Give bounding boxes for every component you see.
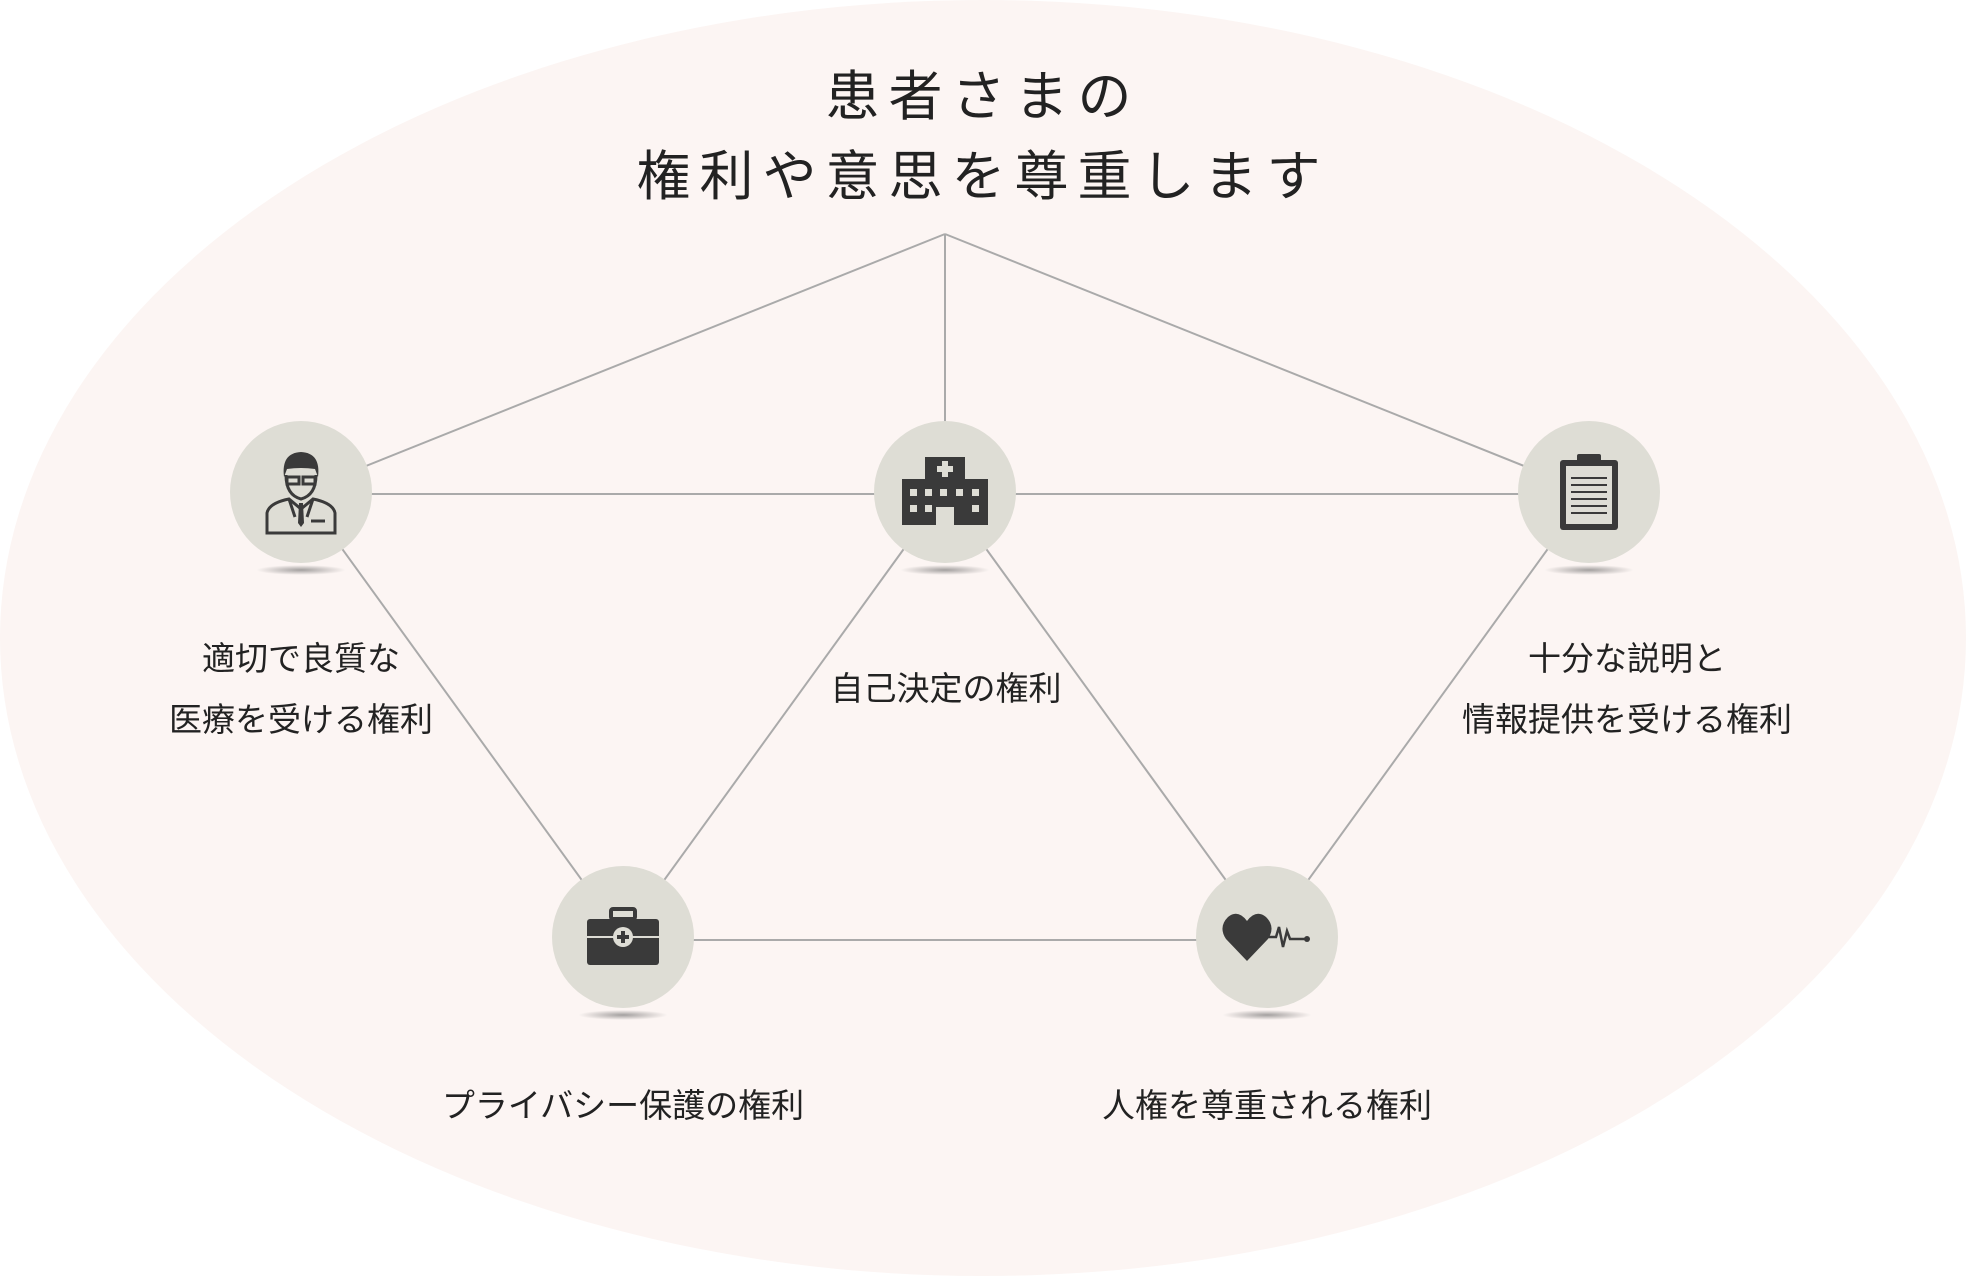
label-privacy: プライバシー保護の権利 (442, 1075, 804, 1136)
label-line: 人権を尊重される権利 (1102, 1086, 1432, 1125)
label-human-rights: 人権を尊重される権利 (1102, 1075, 1432, 1136)
medical-kit-icon (587, 907, 659, 965)
label-line: 情報提供を受ける権利 (1462, 700, 1792, 739)
node-hospital (874, 421, 1016, 575)
label-quality-care: 適切で良質な 医療を受ける権利 (169, 628, 433, 750)
title-line-2: 権利や意思を尊重します (636, 145, 1330, 208)
node-medical-kit (552, 866, 694, 1020)
doctor-icon (265, 452, 337, 535)
line-apex-doctor (300, 233, 946, 493)
line-hospital-heart (944, 491, 1268, 938)
label-line: 自己決定の権利 (830, 669, 1062, 708)
node-clipboard (1518, 421, 1660, 575)
heartbeat-icon (1222, 913, 1310, 961)
label-self-determination: 自己決定の権利 (831, 658, 1062, 719)
line-apex-clipboard (944, 233, 1590, 493)
label-line: 医療を受ける権利 (169, 700, 433, 739)
node-heartbeat (1196, 866, 1338, 1020)
title-line-1: 患者さまの (825, 65, 1141, 128)
label-line: 適切で良質な (202, 639, 400, 678)
line-doctor-kit (300, 491, 624, 938)
hospital-icon (902, 457, 988, 525)
line-clipboard-heart (1266, 491, 1590, 938)
node-doctor (230, 421, 372, 575)
label-information: 十分な説明と 情報提供を受ける権利 (1462, 628, 1792, 750)
label-line: 十分な説明と (1528, 639, 1726, 678)
line-hospital-kit (622, 491, 946, 938)
clipboard-icon (1560, 454, 1618, 530)
label-line: プライバシー保護の権利 (441, 1086, 805, 1125)
